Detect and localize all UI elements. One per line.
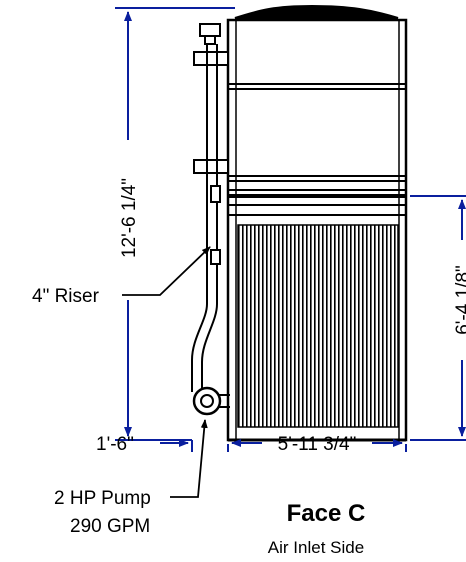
unit-width-label: 5'-11 3/4" (278, 434, 357, 455)
face-title: Face C (287, 500, 366, 527)
riser-pipe (191, 23, 229, 392)
inlet-height-label: 6'-4 1/8" (453, 265, 466, 335)
riser-label: 4" Riser (32, 286, 100, 307)
pump-label-line2: 290 GPM (70, 516, 150, 537)
leader-lines (122, 246, 211, 498)
dimension-lines (115, 7, 466, 452)
face-subtitle: Air Inlet Side (268, 538, 364, 557)
pump-unit (192, 386, 230, 416)
tower-unit (226, 4, 408, 442)
pump-label-line1: 2 HP Pump (54, 488, 151, 509)
overall-height-label: 12'-6 1/4" (119, 178, 140, 258)
fan-cowl-top (234, 4, 399, 19)
pump-leader (170, 419, 208, 498)
riser-leader (122, 246, 211, 296)
air-inlet-louver (237, 224, 399, 428)
pump-offset-label: 1'-6" (96, 434, 134, 455)
